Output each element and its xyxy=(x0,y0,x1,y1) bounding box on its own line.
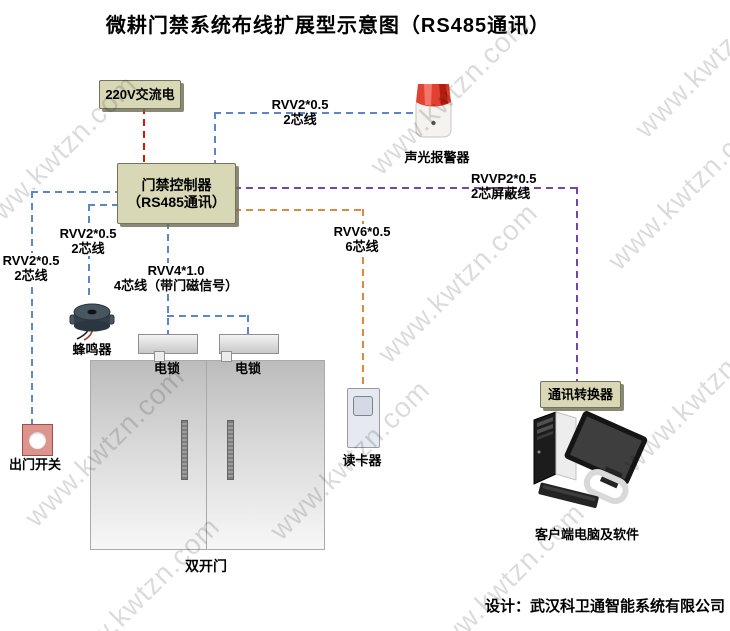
wire-exit-h xyxy=(31,191,117,193)
wire-buzzer-h xyxy=(88,204,117,206)
exit-switch xyxy=(22,424,53,456)
computer-label: 客户端电脑及软件 xyxy=(534,527,639,542)
buzzer-icon xyxy=(69,299,115,341)
reader-cable-core: 6芯线 xyxy=(345,239,379,254)
door-label: 双开门 xyxy=(185,558,227,574)
exit-cable-spec: RVV2*0.5 xyxy=(2,253,60,268)
exit-cable-label: RVV2*0.5 2芯线 xyxy=(2,253,60,283)
card-reader-device xyxy=(347,388,380,448)
alarm-cable-label: RVV2*0.5 2芯线 xyxy=(256,97,344,127)
reader-cable-spec: RVV6*0.5 xyxy=(333,224,391,239)
exit-cable-core: 2芯线 xyxy=(14,268,48,283)
buzzer-label: 蜂鸣器 xyxy=(72,342,112,357)
reader-cable-label: RVV6*0.5 6芯线 xyxy=(329,224,395,254)
controller-label-line1: 门禁控制器 xyxy=(141,176,212,193)
power-label: 220V交流电 xyxy=(105,87,175,102)
wire-comm-h xyxy=(234,187,578,189)
alarm-cable-core: 2芯线 xyxy=(283,112,317,127)
card-reader-pad xyxy=(353,396,373,416)
converter-label: 通讯转换器 xyxy=(547,387,613,402)
lock-left-device xyxy=(138,334,198,354)
wire-alarm-h xyxy=(214,112,420,114)
power-box: 220V交流电 xyxy=(99,80,181,109)
buzzer-cable-spec: RVV2*0.5 xyxy=(59,226,117,241)
buzzer-cable-core: 2芯线 xyxy=(71,241,105,256)
exit-switch-button xyxy=(29,431,46,449)
lock-cable-label: RVV4*1.0 4芯线（带门磁信号） xyxy=(97,263,255,293)
wire-lock-branch-h xyxy=(167,315,249,317)
alarm-cable-spec: RVV2*0.5 xyxy=(271,97,329,112)
wire-reader-h xyxy=(234,209,364,211)
computer-icon xyxy=(526,402,648,520)
lock-right-device xyxy=(219,334,279,354)
watermark: www.kwtzn.com xyxy=(601,103,730,276)
door-handle-left xyxy=(181,420,188,480)
lock-cable-core: 4芯线（带门磁信号） xyxy=(113,278,239,293)
wire-exit-v xyxy=(31,191,33,424)
alarm-label: 声光报警器 xyxy=(404,150,470,165)
comm-cable-spec: RVVP2*0.5 xyxy=(471,171,537,186)
wire-power xyxy=(143,107,145,163)
wire-reader-v xyxy=(362,209,364,388)
lock-left-bolt xyxy=(154,351,165,362)
page-title: 微耕门禁系统布线扩展型示意图（RS485通讯） xyxy=(105,15,551,37)
controller-box: 门禁控制器 （RS485通讯） xyxy=(117,163,236,224)
door-panel-right xyxy=(206,360,325,550)
lock-right-bolt xyxy=(221,351,232,362)
door-handle-right xyxy=(227,420,234,480)
exit-switch-label: 出门开关 xyxy=(8,457,61,472)
comm-cable-label: RVVP2*0.5 2芯屏蔽线 xyxy=(471,171,555,201)
card-reader-label: 读卡器 xyxy=(342,453,382,468)
designer-credit: 设计：武汉科卫通智能系统有限公司 xyxy=(484,598,725,615)
buzzer-cable-label: RVV2*0.5 2芯线 xyxy=(59,226,117,256)
watermark: www.kwtzn.com xyxy=(371,196,544,369)
converter-box: 通讯转换器 xyxy=(540,381,621,408)
wire-alarm-v xyxy=(214,112,216,163)
lock-cable-spec: RVV4*1.0 xyxy=(147,263,205,278)
comm-cable-core: 2芯屏蔽线 xyxy=(471,186,531,201)
controller-label-line2: （RS485通讯） xyxy=(127,193,226,210)
siren-icon xyxy=(413,83,454,138)
lock-right-label: 电锁 xyxy=(234,361,261,376)
lock-left-label: 电锁 xyxy=(153,361,180,376)
door-panel-left xyxy=(90,360,209,550)
wire-comm-v xyxy=(576,187,578,381)
wire-lock2-v xyxy=(247,315,249,334)
